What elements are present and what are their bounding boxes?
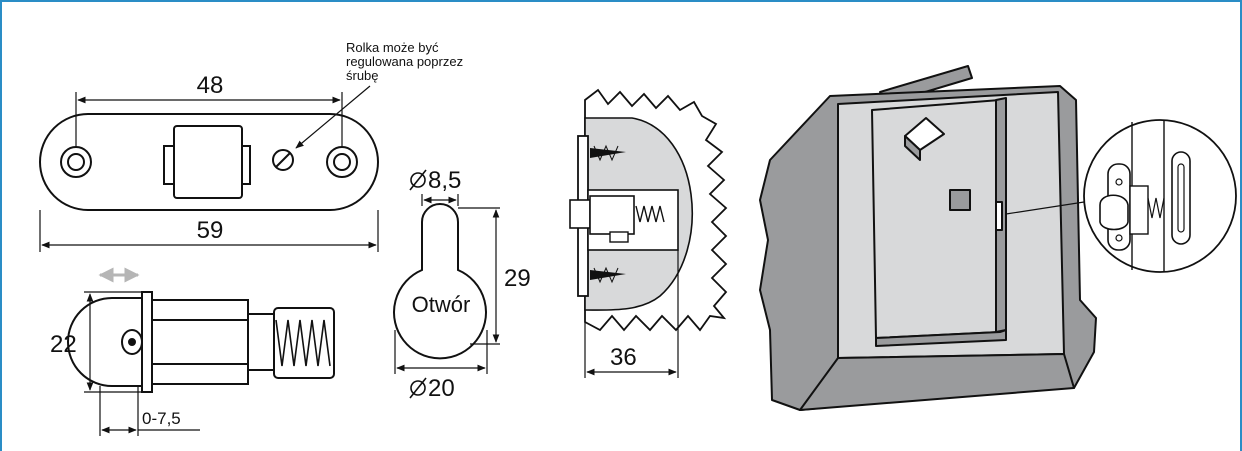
- dimension-48: [75, 92, 343, 148]
- latch-side-view: [67, 291, 335, 393]
- cross-section: [569, 88, 728, 332]
- note-line-2: regulowana poprzez: [346, 54, 463, 69]
- dim-label-59: 59: [197, 217, 224, 244]
- dim-label-22: 22: [50, 331, 77, 358]
- keyhole-hole: [393, 203, 487, 360]
- dim-label-36: 36: [610, 344, 637, 371]
- diameter-symbol-small: [409, 169, 427, 191]
- dim-label-29: 29: [504, 265, 531, 292]
- dimension-29: [458, 207, 500, 345]
- dimension-22: [84, 291, 142, 393]
- hole-label: Otwór: [412, 292, 471, 317]
- dimension-adjust: [99, 386, 200, 436]
- dimension-36: [584, 250, 679, 378]
- dim-label-20: 20: [428, 375, 455, 402]
- plate-top-view: [39, 113, 379, 211]
- note-line-3: śrubę: [346, 68, 379, 83]
- note-line-1: Rolka może być: [346, 40, 439, 55]
- dim-label-8-5: 8,5: [428, 167, 461, 194]
- note-arrow: [295, 85, 371, 149]
- dim-label-adjust: 0-7,5: [142, 409, 181, 428]
- dimension-20: [394, 330, 488, 374]
- dimension-8-5: [421, 194, 459, 206]
- cabinet-illustration: [759, 65, 1097, 411]
- detail-magnifier: [1083, 119, 1237, 273]
- diameter-symbol-large: [409, 377, 427, 399]
- dimension-59: [39, 210, 379, 252]
- dim-label-48: 48: [197, 72, 224, 99]
